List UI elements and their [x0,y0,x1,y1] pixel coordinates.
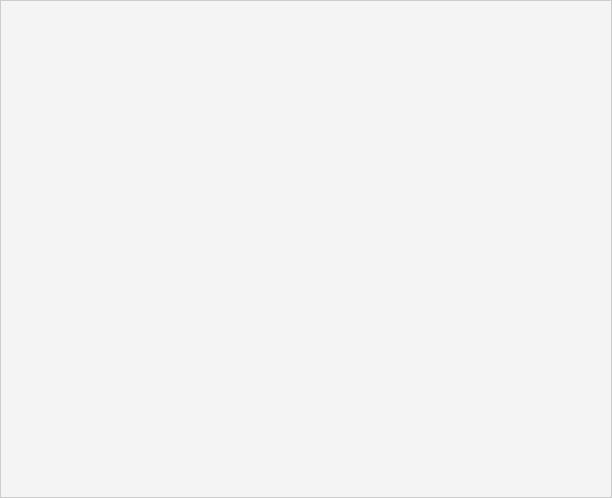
empty-canvas [0,0,612,498]
